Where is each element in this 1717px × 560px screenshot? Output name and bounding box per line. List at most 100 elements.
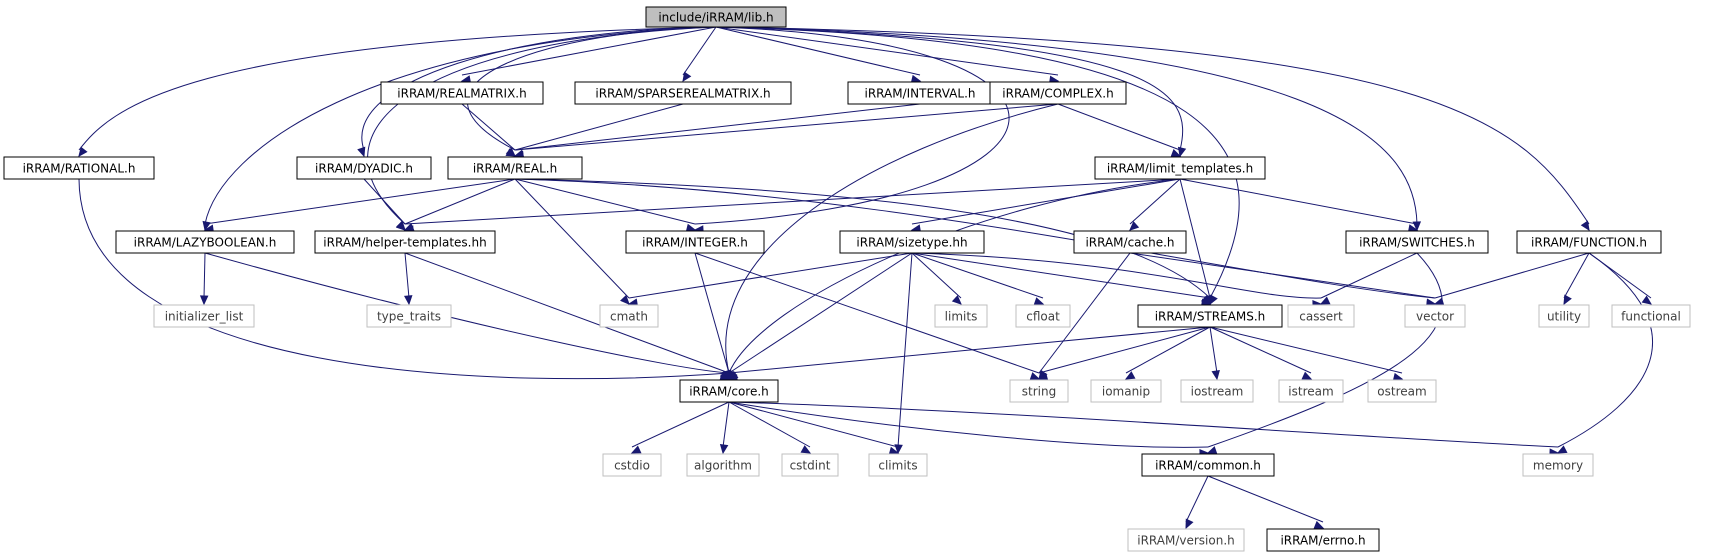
edge-streams-to-iomanip [1124,326,1211,380]
node-label: iRRAM/FUNCTION.h [1531,236,1647,250]
node-label: iRRAM/INTEGER.h [642,236,748,250]
node-switches[interactable]: iRRAM/SWITCHES.h [1345,230,1489,254]
node-label: cfloat [1026,310,1060,324]
edge-core-to-memory [728,401,1560,457]
node-label: iRRAM/SPARSEREALMATRIX.h [595,87,770,101]
edge-common-to-version [1185,475,1209,530]
node-label: algorithm [694,459,752,473]
edge-function-to-utility [1563,252,1590,306]
node-cstdint: cstdint [781,453,839,477]
node-label: include/iRRAM/lib.h [658,11,773,25]
edge-integer-to-core [694,252,731,381]
node-core[interactable]: iRRAM/core.h [679,379,779,403]
edge-helper_templates-to-core [404,252,731,381]
edge-cache-to-vector [1129,252,1437,307]
node-label: cmath [610,310,648,324]
node-rational[interactable]: iRRAM/RATIONAL.h [3,156,155,180]
edge-sizetype-to-climits [894,252,913,455]
edge-lib-to-limit_templates [715,26,1187,158]
node-limits: limits [934,304,988,328]
edge-switches-to-cassert [1319,252,1418,305]
node-label: iRRAM/LAZYBOOLEAN.h [134,236,277,250]
node-dyadic[interactable]: iRRAM/DYADIC.h [296,156,432,180]
node-vector: vector [1404,304,1466,328]
node-label: iRRAM/REALMATRIX.h [397,87,526,101]
node-cassert: cassert [1287,304,1355,328]
node-real[interactable]: iRRAM/REAL.h [447,156,583,180]
edge-realmatrix-to-real [461,103,516,157]
node-label: climits [878,459,917,473]
node-label: iRRAM/core.h [689,385,769,399]
node-lazyboolean[interactable]: iRRAM/LAZYBOOLEAN.h [115,230,295,254]
edge-core-to-common [728,401,1210,458]
node-label: initializer_list [165,310,244,324]
node-label: iRRAM/SWITCHES.h [1359,236,1475,250]
node-string: string [1009,379,1069,403]
edge-complex-to-limit_templates [1057,103,1182,157]
node-functional: functional [1611,304,1691,328]
edge-streams-to-istream [1209,326,1313,380]
node-label: iRRAM/COMPLEX.h [1002,87,1113,101]
edge-real-to-cmath [514,178,630,305]
node-iostream: iostream [1180,379,1254,403]
node-memory: memory [1522,453,1594,477]
node-type-traits: type_traits [366,304,452,328]
node-function[interactable]: iRRAM/FUNCTION.h [1516,230,1662,254]
edge-streams-to-core [727,326,1211,383]
node-cache[interactable]: iRRAM/cache.h [1073,230,1187,254]
node-label: functional [1621,310,1681,324]
node-lib[interactable]: include/iRRAM/lib.h [645,6,787,28]
node-label: vector [1416,310,1454,324]
edge-lib-to-sparserealmatrix [682,26,717,83]
node-errno[interactable]: iRRAM/errno.h [1266,528,1380,552]
node-streams[interactable]: iRRAM/STREAMS.h [1137,304,1283,328]
node-sparserealmatrix[interactable]: iRRAM/SPARSEREALMATRIX.h [574,81,792,105]
node-realmatrix[interactable]: iRRAM/REALMATRIX.h [380,81,544,105]
edge-real-to-lazyboolean [203,178,516,233]
node-label: iRRAM/REAL.h [473,162,557,176]
node-label: iRRAM/DYADIC.h [315,162,413,176]
edge-function-to-memory [1556,252,1653,454]
edge-sizetype-to-cfloat [911,252,1045,306]
node-label: iRRAM/sizetype.hh [856,236,967,250]
node-label: iRRAM/RATIONAL.h [23,162,136,176]
node-label: iRRAM/STREAMS.h [1155,310,1266,324]
node-label: string [1022,385,1056,399]
node-label: iRRAM/limit_templates.h [1107,162,1253,176]
node-helper-templates[interactable]: iRRAM/helper-templates.hh [314,230,496,254]
edge-sizetype-to-core [727,252,913,380]
edge-switches-to-common [1206,252,1443,455]
node-label: iRRAM/version.h [1137,534,1235,548]
node-label: istream [1288,385,1333,399]
node-common[interactable]: iRRAM/common.h [1141,453,1275,477]
node-label: cstdio [614,459,650,473]
node-cfloat: cfloat [1015,304,1071,328]
edge-limit_templates-to-switches [1179,178,1419,233]
node-complex[interactable]: iRRAM/COMPLEX.h [989,81,1127,105]
node-integer[interactable]: iRRAM/INTEGER.h [625,230,765,254]
node-cmath: cmath [599,304,659,328]
node-label: iostream [1191,385,1244,399]
node-sizetype[interactable]: iRRAM/sizetype.hh [839,230,985,254]
edge-lib-to-realmatrix [460,26,717,84]
edge-lib-to-lazyboolean [202,26,717,232]
node-label: iRRAM/common.h [1155,459,1261,473]
edge-limit_templates-to-cache [1129,178,1181,231]
node-label: iRRAM/INTERVAL.h [865,87,976,101]
node-label: iomanip [1102,385,1150,399]
node-limit-templates[interactable]: iRRAM/limit_templates.h [1094,156,1266,180]
file-nodes: include/iRRAM/lib.h iRRAM/REALMATRIX.h iRR… [3,6,1691,552]
edge-sizetype-to-cmath [627,252,913,307]
node-climits: climits [868,453,928,477]
node-istream: istream [1278,379,1344,403]
edge-lib-to-function [715,26,1590,232]
edge-lib-to-helper_templates [367,26,717,231]
edge-core-to-cstdint [728,401,812,454]
edge-sizetype-to-cassert [911,252,1323,309]
node-interval[interactable]: iRRAM/INTERVAL.h [847,81,993,105]
node-initializer-list: initializer_list [153,304,255,328]
edge-core-to-algorithm [719,401,730,455]
node-label: type_traits [377,310,441,324]
node-label: iRRAM/helper-templates.hh [323,236,486,250]
